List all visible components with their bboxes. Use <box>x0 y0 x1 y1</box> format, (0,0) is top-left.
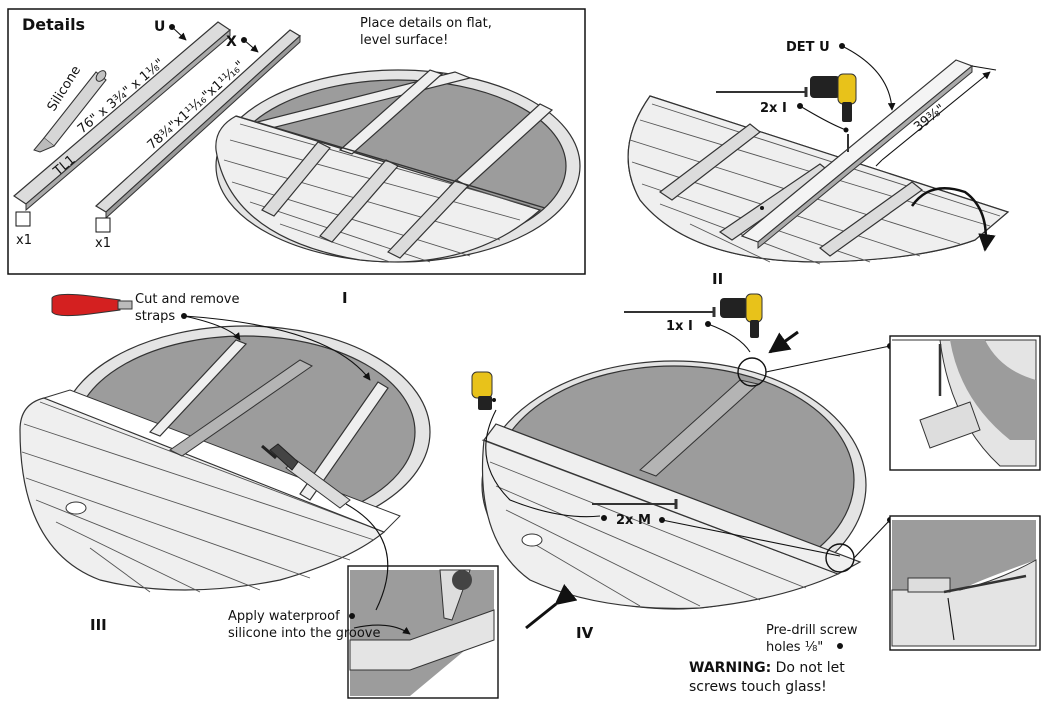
step2-screw-label: 2x I <box>760 101 787 116</box>
board-x-letter: X <box>226 34 237 50</box>
step4-warning-line1: WARNING: Do not let <box>689 660 845 676</box>
step4-screw-mid-label: 2x M <box>616 513 651 528</box>
step2-part-label: DET U <box>786 40 830 55</box>
board-x-qty: x1 <box>95 236 111 251</box>
screw-icon <box>624 307 716 317</box>
step1-tabletop <box>215 69 581 263</box>
step4-warning-bold: WARNING: <box>689 660 771 676</box>
board-u-qty: x1 <box>16 233 32 248</box>
step4-numeral: IV <box>576 624 594 642</box>
details-title: Details <box>22 15 85 34</box>
step2-assembly <box>627 43 1010 265</box>
step4-predrill-line1: Pre-drill screw <box>766 623 858 638</box>
screw-icon <box>592 499 678 509</box>
caulking-gun-icon <box>261 443 351 509</box>
step3-apply-line1: Apply waterproof <box>228 609 340 624</box>
step4-warning-rest: Do not let <box>771 660 845 676</box>
screw-icon <box>716 87 808 97</box>
step3-assembly <box>19 293 499 699</box>
cutter-icon <box>51 293 133 317</box>
step1-instruction-line1: Place details on flat, <box>360 16 492 31</box>
step3-cut-line1: Cut and remove <box>135 292 240 307</box>
step3-numeral: III <box>90 616 107 634</box>
details-panel: Details Silicone 76" x 3¾" x 1⅛" TL1 U x… <box>7 8 586 275</box>
drill-icon <box>720 293 763 338</box>
step4-assembly <box>471 293 1041 651</box>
step1-numeral: I <box>342 289 348 307</box>
screw-detail-inset-top <box>889 335 1041 471</box>
step3-cut-line2: straps <box>135 309 175 324</box>
board-x <box>94 29 302 220</box>
step1-instruction-line2: level surface! <box>360 33 448 48</box>
board-u-letter: U <box>154 19 165 35</box>
board-u-qty-box <box>15 211 31 227</box>
silicone-tube-icon <box>33 70 107 153</box>
silicone-detail-inset <box>347 565 499 699</box>
board-x-qty-box <box>95 217 111 233</box>
step4-screw-top-label: 1x I <box>666 319 693 334</box>
step4-predrill-line2: holes ⅛" <box>766 640 823 655</box>
step3-apply-line2: silicone into the groove <box>228 626 381 641</box>
drill-icon <box>810 73 857 122</box>
step2-numeral: II <box>712 270 723 288</box>
step4-warning-line2: screws touch glass! <box>689 679 827 695</box>
board-u <box>13 21 231 212</box>
screw-detail-inset-bottom <box>889 515 1041 651</box>
drill-icon <box>471 371 493 410</box>
